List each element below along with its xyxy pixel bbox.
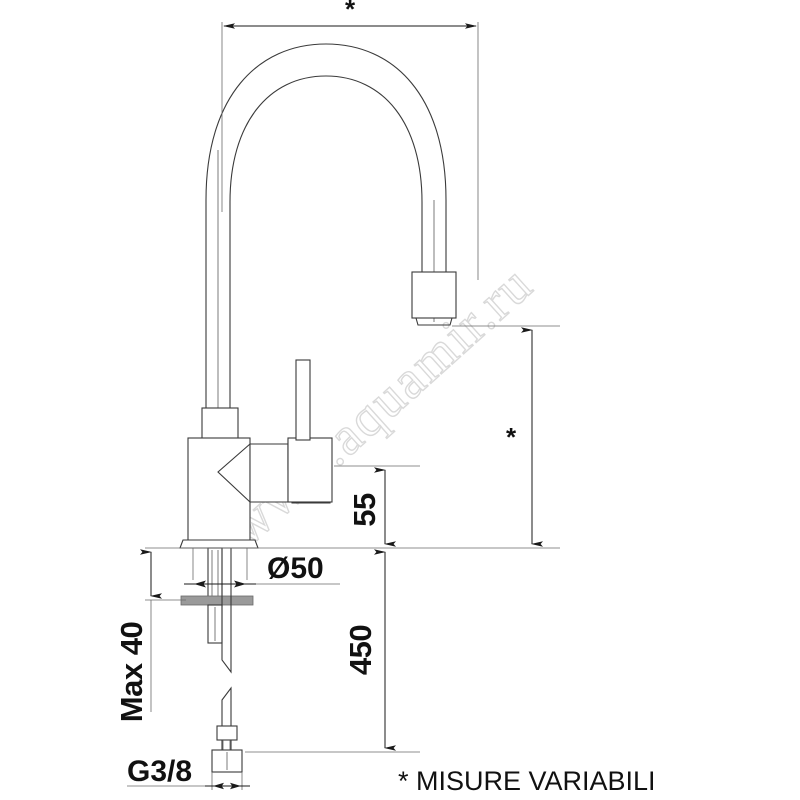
aerator-lip: [415, 317, 453, 326]
d50-arrow-right: [234, 580, 246, 588]
cartridge-housing: [249, 443, 289, 503]
body-chevron-notch: [217, 443, 251, 503]
aerator-housing: [411, 271, 457, 319]
dimension-spout-height: *: [200, 325, 560, 549]
spout-collar: [201, 407, 239, 441]
lever-height-label: 55: [347, 493, 382, 527]
thread-size-label: G3/8: [127, 755, 192, 788]
base-escutcheon: [179, 539, 259, 549]
spout-outer-wall: [205, 43, 447, 410]
dimension-base-diameter: Ø50: [184, 548, 340, 588]
hose-ferrule: [216, 725, 238, 741]
mounting-washer: [180, 595, 254, 606]
base-diameter-label: Ø50: [267, 552, 324, 585]
max-thickness-label: Max 40: [114, 622, 149, 722]
hose-length-label: 450: [343, 625, 378, 675]
faucet-body-geometry: [179, 43, 457, 773]
spout-inner-wall: [229, 75, 423, 410]
dimension-max-thickness: Max 40: [114, 547, 200, 722]
hose-upper-segment: [221, 548, 232, 674]
note-star-symbol: *: [398, 766, 409, 796]
dimension-thread-size: G3/8: [127, 755, 250, 790]
dimension-top-width: *: [221, 0, 479, 280]
g38-arrow-right: [230, 782, 241, 790]
d50-arrow-left: [194, 580, 206, 588]
top-width-label: *: [345, 0, 356, 24]
spout-height-label: *: [506, 422, 517, 452]
dimension-hose-length: 450: [245, 549, 420, 753]
note-text: MISURE VARIABILI: [416, 766, 656, 796]
lever-handle: [295, 359, 311, 441]
dimension-lever-height: 55: [334, 465, 420, 547]
variable-measures-note: * MISURE VARIABILI: [398, 766, 656, 796]
valve-body: [187, 437, 251, 543]
g38-arrow-left: [213, 782, 224, 790]
lever-cap: [287, 437, 333, 503]
